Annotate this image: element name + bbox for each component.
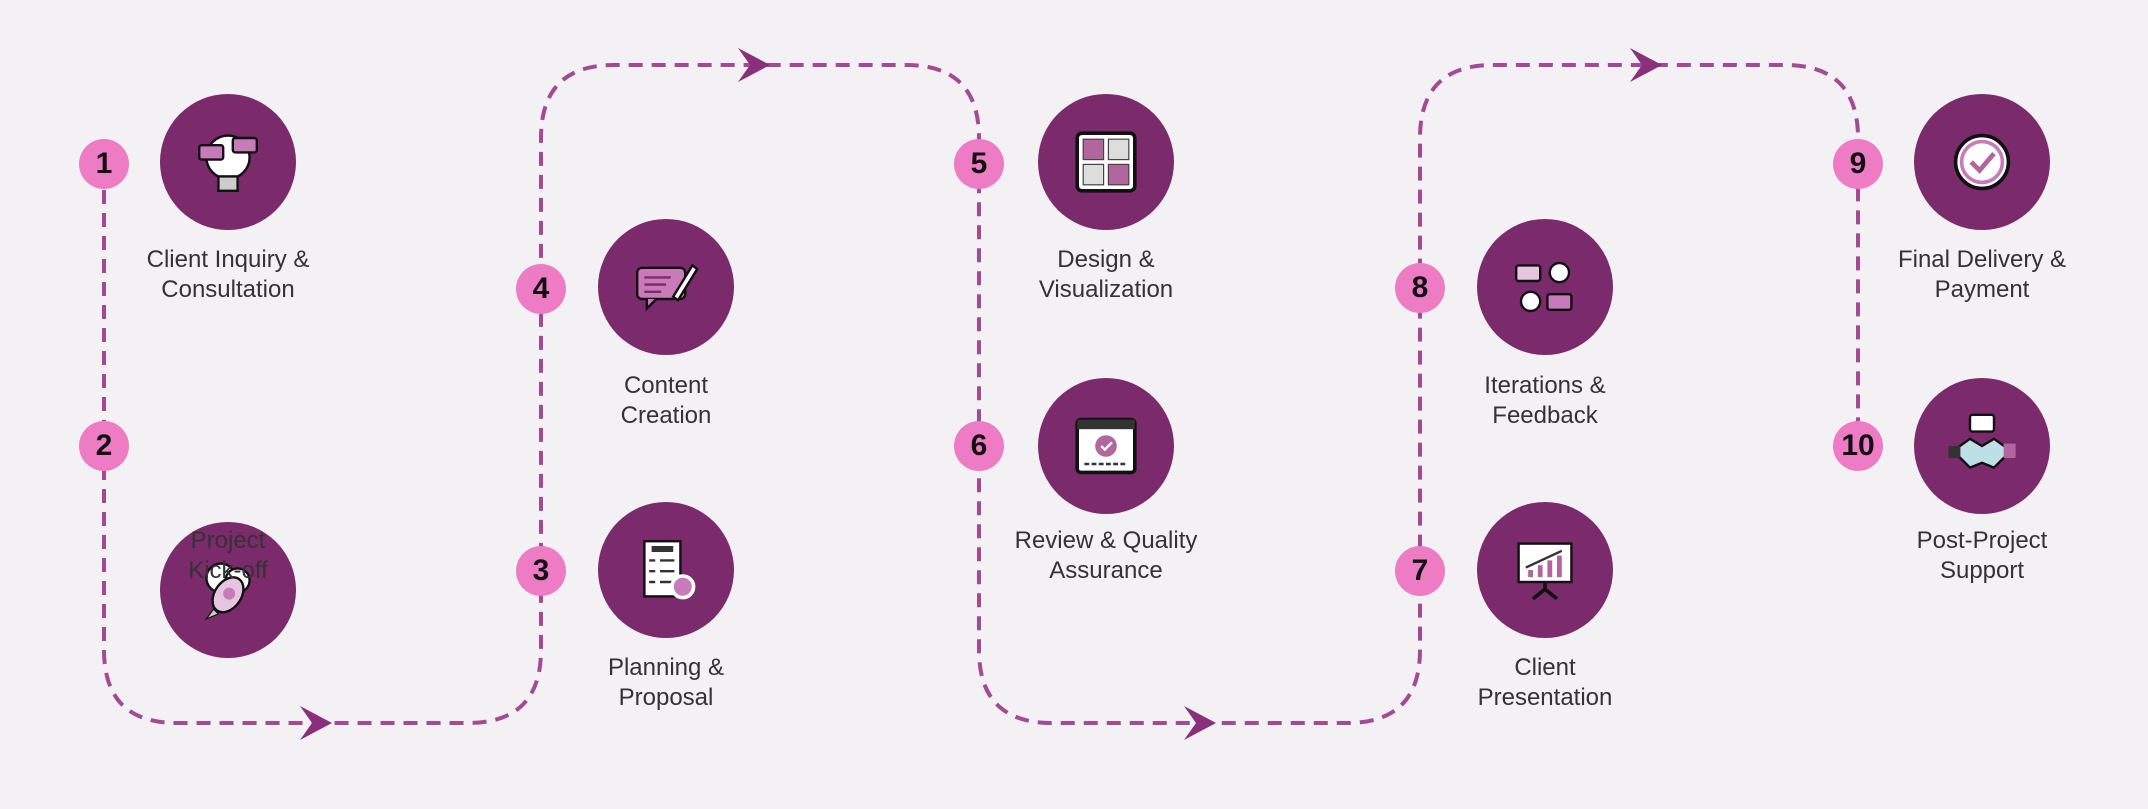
step-label-line1: Client — [1514, 654, 1576, 681]
browser-check-icon — [1075, 417, 1137, 475]
step-label: Iterations & Feedback — [1415, 371, 1675, 431]
step-icon-circle — [160, 94, 296, 230]
step-label-line1: Content — [623, 372, 709, 399]
step-label-line2: Visualization — [1038, 276, 1174, 303]
step-label: Final Delivery & Payment — [1852, 245, 2112, 305]
dashed-connector — [102, 63, 1860, 725]
step-label-line1: Review & Quality — [1014, 527, 1198, 554]
lightbulb-chat-icon — [198, 134, 258, 192]
step-label-line2: Kick-off — [188, 557, 268, 584]
step-number-badge: 4 — [516, 264, 566, 314]
step-label: Planning & Proposal — [536, 653, 796, 713]
step-label-line1: Final Delivery & — [1897, 246, 2067, 273]
step-number-badge: 2 — [79, 421, 129, 471]
checkmark-badge-icon — [1953, 133, 2011, 191]
step-icon-circle — [1038, 94, 1174, 230]
step-label-line1: Client Inquiry & — [146, 246, 310, 273]
step-label-line1: Post-Project — [1916, 527, 2048, 554]
step-icon-circle — [598, 219, 734, 355]
step-label-line2: Proposal — [618, 684, 714, 711]
step-number-badge: 5 — [954, 139, 1004, 189]
step-label: Client Inquiry & Consultation — [98, 245, 358, 305]
presentation-board-icon — [1517, 542, 1573, 601]
step-number-badge: 7 — [1395, 546, 1445, 596]
arrow-icon — [738, 48, 770, 82]
step-number-badge: 1 — [79, 139, 129, 189]
arrow-icon — [1184, 706, 1216, 740]
step-icon-circle — [1038, 378, 1174, 514]
step-label-line1: Project — [190, 527, 266, 554]
step-label-line1: Design & — [1057, 246, 1155, 273]
step-icon-circle — [1914, 378, 2050, 514]
step-icon-circle — [160, 522, 296, 658]
arrow-icon — [300, 706, 332, 740]
checklist-target-icon — [643, 540, 696, 600]
step-number-badge: 9 — [1833, 139, 1883, 189]
step-label-line1: Iterations & — [1484, 372, 1606, 399]
arrow-icon — [1630, 48, 1662, 82]
step-icon-circle — [598, 502, 734, 638]
step-label-line2: Consultation — [161, 276, 295, 303]
people-chat-icon — [1515, 261, 1573, 313]
step-icon-circle — [1914, 94, 2050, 230]
step-number-badge: 6 — [954, 421, 1004, 471]
rocket-icon — [204, 562, 251, 621]
chat-pen-icon — [636, 263, 699, 312]
step-label: Design & Visualization — [976, 245, 1236, 305]
step-number-badge: 8 — [1395, 263, 1445, 313]
step-icon-circle — [1477, 219, 1613, 355]
step-icon-circle — [1477, 502, 1613, 638]
handshake-icon — [1948, 413, 2016, 470]
step-label-line1: Planning & — [607, 654, 725, 681]
step-label-line2: Feedback — [1492, 402, 1598, 429]
step-number-badge: 10 — [1833, 421, 1883, 471]
step-label-line2: Presentation — [1477, 684, 1613, 711]
step-number-badge: 3 — [516, 546, 566, 596]
step-label-line2: Payment — [1934, 276, 2030, 303]
grid-layout-icon — [1075, 131, 1137, 193]
step-label-line2: Creation — [620, 402, 712, 429]
step-label-line2: Support — [1939, 557, 2025, 584]
step-label-line2: Assurance — [1049, 557, 1163, 584]
